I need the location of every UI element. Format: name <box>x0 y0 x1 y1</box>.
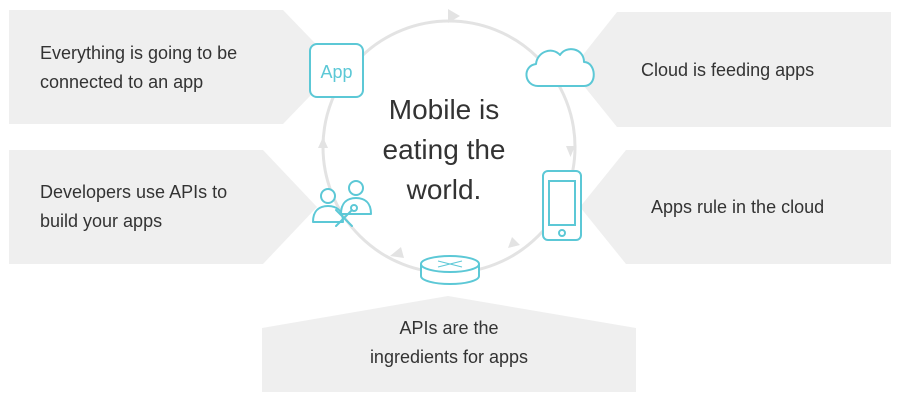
caption-line: Developers use APIs to <box>40 182 228 202</box>
cycle-arrow-top <box>448 9 460 23</box>
panel-api <box>262 296 636 392</box>
caption-phone: Apps rule in the cloud <box>651 193 824 222</box>
cycle-arrow-lower-right <box>508 237 520 248</box>
center-title: Mobile is eating the world. <box>354 90 534 210</box>
caption-developers: Developers use APIs to build your apps <box>40 178 227 236</box>
cycle-arrow-left <box>318 137 328 148</box>
caption-api: APIs are the ingredients for apps <box>262 314 636 372</box>
app-icon-label: App <box>320 62 352 82</box>
caption-line: Cloud is feeding apps <box>641 60 815 80</box>
caption-app: Everything is going to be connected to a… <box>40 39 237 97</box>
cloud-icon <box>525 48 595 87</box>
smartphone-icon <box>542 170 582 241</box>
caption-line: ingredients for apps <box>369 347 529 367</box>
center-title-line: Mobile is <box>388 94 500 125</box>
caption-line: APIs are the <box>399 318 499 338</box>
center-title-line: eating the <box>382 134 506 165</box>
panel-phone <box>580 150 891 264</box>
app-icon: App <box>309 43 364 98</box>
caption-line: Apps rule in the cloud <box>651 197 825 217</box>
panel-developers <box>9 150 317 264</box>
cycle-arrow-lower-left <box>390 247 404 258</box>
caption-line: Everything is going to be <box>40 43 238 63</box>
center-title-line: world. <box>406 174 482 205</box>
panel-cloud <box>571 12 891 127</box>
caption-line: build your apps <box>40 211 163 231</box>
caption-line: connected to an app <box>40 72 204 92</box>
caption-cloud: Cloud is feeding apps <box>641 56 814 85</box>
panel-app <box>9 10 338 124</box>
api-device-icon <box>420 255 480 285</box>
cycle-arrow-right <box>566 146 575 157</box>
developers-tools-icon <box>312 180 372 227</box>
